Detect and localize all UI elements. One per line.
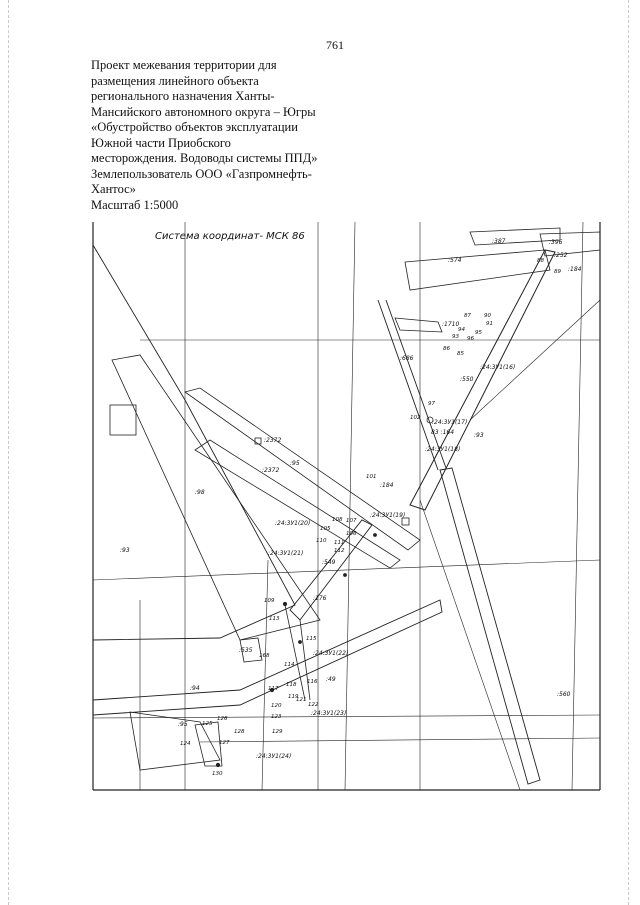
parcel-label: :574 xyxy=(448,257,462,264)
point-label: 125 xyxy=(202,721,213,727)
parcel-label: :396 xyxy=(549,239,563,246)
title-line: регионального назначения Ханты- xyxy=(91,89,275,103)
point-label: 89 xyxy=(554,269,561,275)
title-line: Хантос» xyxy=(91,182,136,196)
point-label: 121 xyxy=(296,697,307,703)
point-label: 113 xyxy=(269,616,280,622)
point-label: 129 xyxy=(272,729,283,735)
parcel-label: :95 xyxy=(290,460,300,467)
parcel-label: :2372 xyxy=(262,467,279,474)
parcel-label: :24:3У1(24) xyxy=(256,753,291,760)
point-label: 124 xyxy=(180,741,191,747)
title-line: «Обустройство объектов эксплуатации xyxy=(91,120,298,134)
title-line: месторождения. Водоводы системы ППД» xyxy=(91,151,318,165)
parcel-labels: :387 :396 :252 :184 :574 :1710 :550 :24:… xyxy=(120,238,582,760)
parcel-label: :550 xyxy=(460,376,474,383)
parcel-label: :24:3У1(19) xyxy=(370,512,405,519)
point-label: 95 xyxy=(475,330,482,336)
parcel-label: :49 xyxy=(326,676,336,683)
point-label: 122 xyxy=(308,702,319,708)
point-label: 128 xyxy=(234,729,245,735)
point-label: 120 xyxy=(271,703,282,709)
point-label: 123 xyxy=(271,714,282,720)
point-label: 112 xyxy=(334,548,345,554)
point-label: 96 xyxy=(467,336,474,342)
point-label: 130 xyxy=(212,771,223,777)
parcel-label: :535 xyxy=(239,647,253,654)
point-label: 85 xyxy=(457,351,464,357)
point-label: 115 xyxy=(306,636,317,642)
title-line: Мансийского автономного округа – Югры xyxy=(91,104,316,119)
parcel-label: :252 xyxy=(554,252,568,259)
parcel-label: :176 xyxy=(313,595,327,602)
point-label: 93 xyxy=(452,334,459,340)
parcel-label: :95 xyxy=(178,721,188,728)
point-label: 105 xyxy=(320,526,331,532)
parcel-label: :387 xyxy=(492,238,506,245)
parcel-label: :1710 xyxy=(442,321,459,328)
title-line: Землепользователь ООО «Газпромнефть- xyxy=(91,166,312,181)
parcel-label: :24:3У1(23) xyxy=(311,710,346,717)
point-label: 94 xyxy=(458,327,465,333)
point-label: 108 xyxy=(332,517,343,523)
parcel-label: :184 xyxy=(568,266,582,273)
point-label: 97 xyxy=(428,401,435,407)
point-label: 117 xyxy=(268,686,279,692)
point-label: 90 xyxy=(484,313,491,319)
parcel-label: :94 xyxy=(190,685,200,692)
parcel-label: :24:3У1(17) xyxy=(432,419,467,426)
point-label: 88 xyxy=(537,258,544,264)
parcel-label: :184 xyxy=(380,482,394,489)
title-line: Южной части Приобского xyxy=(91,135,231,150)
point-label: 119 xyxy=(288,694,299,700)
parcel-label: :24:3У1(16) xyxy=(480,364,515,371)
point-label: 118 xyxy=(286,682,297,688)
point-label: 101 xyxy=(366,474,377,480)
fold-line-left xyxy=(8,0,9,905)
point-label: 86 xyxy=(443,346,450,352)
point-label: 110 xyxy=(316,538,327,544)
parcel-label: :24:3У1(22) xyxy=(313,650,348,657)
point-label: 116 xyxy=(307,679,318,685)
parcel-label: :560 xyxy=(557,691,571,698)
page-number: 761 xyxy=(326,38,344,52)
title-line: размещения линейного объекта xyxy=(91,73,259,88)
point-label: 102 xyxy=(410,415,421,421)
parcel-label: :549 xyxy=(322,559,336,566)
parcel-label: :24:3У1(21) xyxy=(268,550,303,557)
parcel-label: :24:3У1(20) xyxy=(275,520,310,527)
point-label: 106 xyxy=(346,531,357,537)
point-label: 91 xyxy=(486,321,493,327)
point-label: 109 xyxy=(264,598,275,604)
parcel-label: :98 xyxy=(195,489,205,496)
parcel-label: :2372 xyxy=(264,437,281,444)
point-label: 111 xyxy=(334,540,345,546)
point-label: 127 xyxy=(219,740,230,746)
fold-line-right xyxy=(628,0,629,905)
title-line: Проект межевания территории для xyxy=(91,58,277,72)
parcel-label: :93 xyxy=(474,432,484,439)
point-labels: 88 89 90 91 87 94 93 95 96 86 85 97 102 … xyxy=(180,258,561,777)
point-label: 126 xyxy=(217,716,228,722)
point-label: 87 xyxy=(464,313,471,319)
coordinate-system-label: Система координат- МСК 86 xyxy=(155,231,305,242)
scale-line: Масштаб 1:5000 xyxy=(91,197,179,212)
parcel-label: :24:3У1(18) xyxy=(425,446,460,453)
parcel-label: :686 xyxy=(400,355,414,362)
parcel-label: :93 xyxy=(120,547,130,554)
point-label: 114 xyxy=(284,662,295,668)
point-label: 107 xyxy=(346,518,357,524)
document-title: Проект межевания территории для размещен… xyxy=(91,58,351,213)
point-label: 168 xyxy=(259,653,270,659)
parcel-label: 83 :164 xyxy=(431,429,454,436)
